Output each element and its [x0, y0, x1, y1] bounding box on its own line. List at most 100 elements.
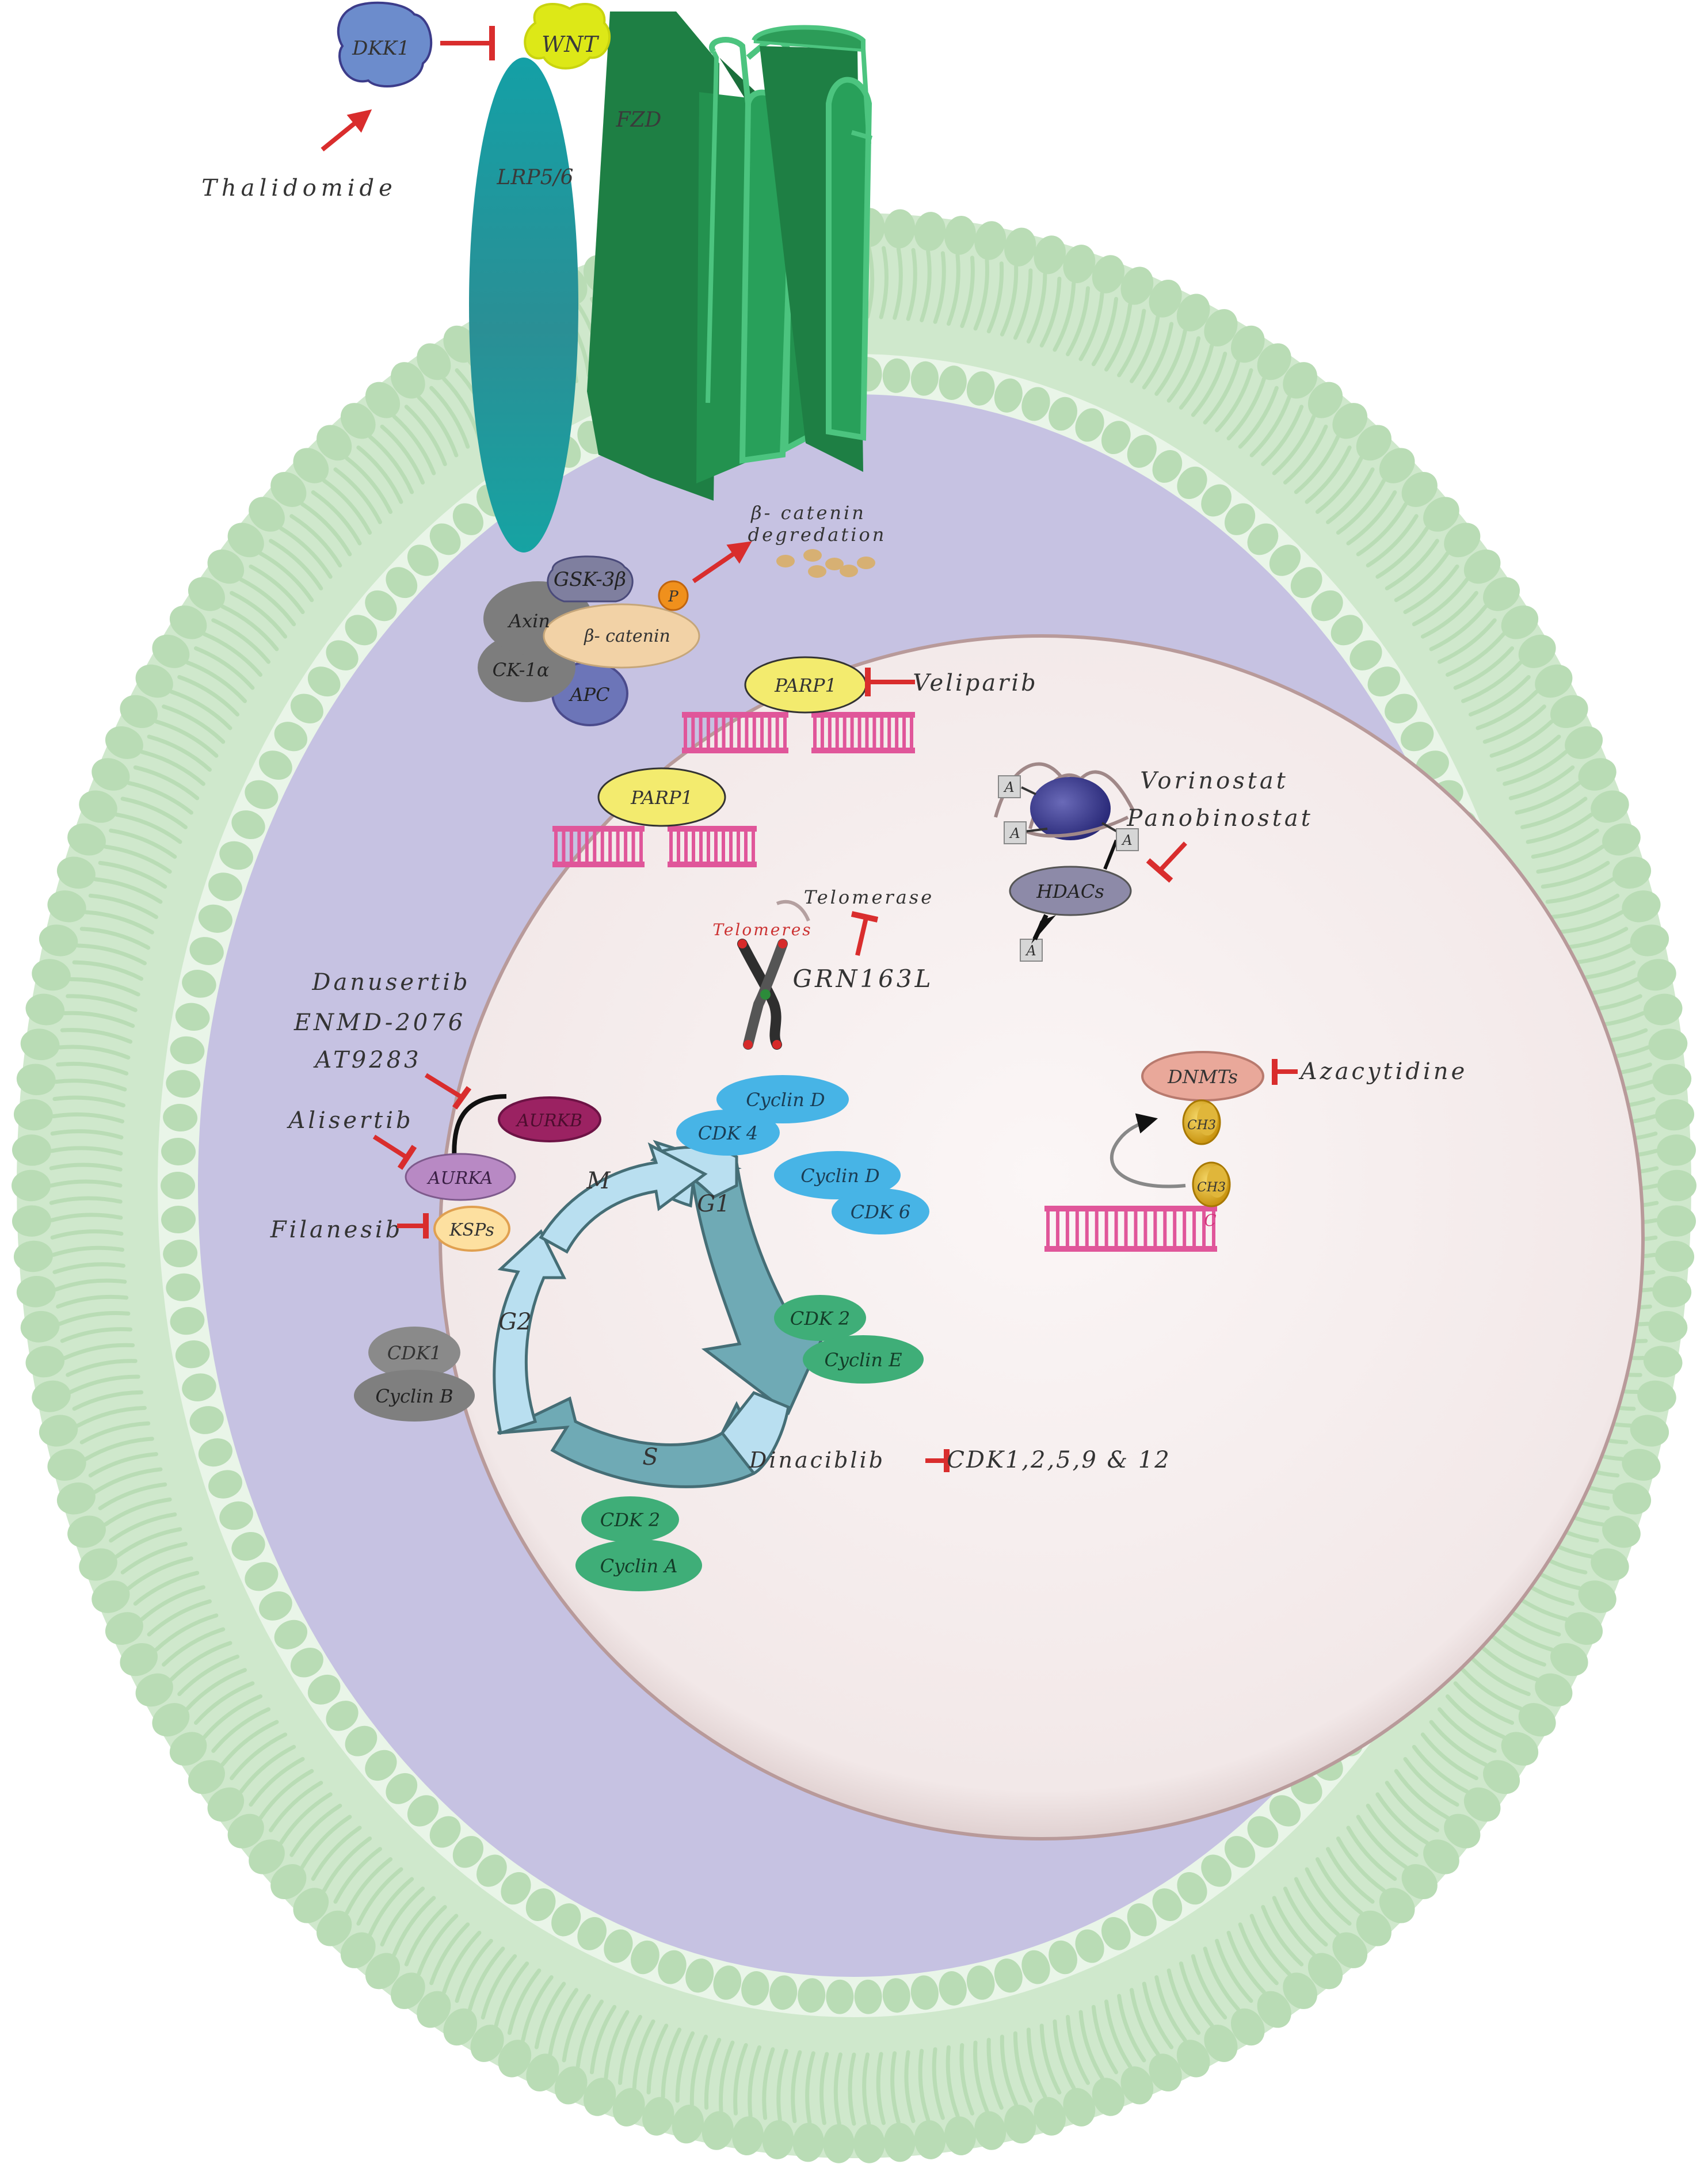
aurka-label: AURKA — [426, 1168, 493, 1188]
dkk1-inhibits-wnt — [440, 26, 495, 60]
dinaciclib-inhibits-cdks — [925, 1449, 950, 1472]
dkk1-protein — [337, 1, 433, 87]
spindle-fiber — [452, 1094, 507, 1163]
ksps-protein — [433, 1206, 510, 1252]
membrane-tails — [49, 245, 1659, 2126]
ch3-lower-label: CH3 — [1197, 1180, 1226, 1195]
cyclin-b-protein — [354, 1370, 475, 1422]
panobinostat-label: Panobinostat — [1126, 805, 1313, 832]
thalidomide-label: Thalidomide — [201, 175, 397, 201]
cyclin-d-upper-label: Cyclin D — [746, 1089, 825, 1111]
dinaciclib-label: Dinaciblib — [749, 1447, 885, 1473]
fzd-receptor — [587, 12, 873, 501]
danusertib-label: Danusertib — [311, 969, 470, 996]
enmd-label: ENMD-2076 — [293, 1009, 466, 1036]
thalidomide-arrow — [321, 109, 372, 152]
cytosine-label: C — [1204, 1211, 1216, 1230]
cdk1-protein — [368, 1327, 460, 1378]
acetyl-tags: A A A A — [998, 775, 1139, 962]
degradation-fragments — [776, 549, 875, 578]
cyclin-e-label: Cyclin E — [824, 1349, 902, 1371]
cdk2-e-protein — [774, 1295, 866, 1341]
chromosome — [737, 939, 788, 1050]
cyclin-d-lower — [774, 1151, 901, 1199]
aurka-inhibitor-bar — [372, 1134, 417, 1170]
degradation-arrow — [692, 541, 752, 584]
aurka-kinase — [405, 1153, 516, 1201]
phase-m-label: M — [586, 1168, 611, 1194]
ch3-lower — [1192, 1161, 1231, 1207]
aurkb-inhibitor-bar — [424, 1073, 472, 1110]
cdk6-label: CDK 6 — [851, 1201, 911, 1223]
cdk-list-label: CDK1,2,5,9 & 12 — [947, 1447, 1171, 1473]
g2-to-m-arrow — [493, 1229, 567, 1435]
ch3-upper — [1182, 1099, 1221, 1145]
cdk1-label: CDK1 — [387, 1342, 441, 1364]
aurkb-kinase — [498, 1096, 601, 1142]
cyclin-b-label: Cyclin B — [375, 1385, 453, 1407]
aurkb-label: AURKB — [515, 1111, 582, 1131]
grn163l-inhibits-telomerase — [851, 911, 879, 956]
telomerase-strand — [776, 900, 810, 922]
phase-g2-label: G2 — [498, 1309, 531, 1335]
dkk1-label: DKK1 — [352, 37, 410, 60]
at9283-label: AT9283 — [312, 1047, 421, 1073]
azacytidine-label: Azacytidine — [1298, 1058, 1468, 1085]
histone-core — [1030, 777, 1111, 840]
vorinostat-label: Vorinostat — [1140, 768, 1288, 794]
degradation-label-1: β- catenin — [750, 502, 866, 524]
ksps-inhibitor-bar — [397, 1213, 429, 1239]
beta-catenin-label: β- catenin — [584, 626, 670, 646]
parp1-lower — [597, 767, 726, 827]
ch3-upper-label: CH3 — [1187, 1118, 1216, 1133]
acetyl-tag-2: A — [1009, 825, 1020, 841]
dna-strands — [552, 712, 1217, 1252]
veliparib-label: Veliparib — [913, 670, 1038, 696]
grn163l-label: GRN163L — [793, 965, 934, 993]
membrane-outer-heads — [12, 208, 1696, 2163]
cyclin-d-lower-label: Cyclin D — [800, 1165, 879, 1187]
parp1-upper-label: PARP1 — [774, 675, 837, 696]
cdk2-a-label: CDK 2 — [600, 1509, 661, 1531]
degradation-label-2: degredation — [748, 524, 887, 546]
m-to-g1-arrow — [539, 1142, 708, 1254]
hdacs-label: HDACs — [1036, 881, 1104, 902]
destruction-complex: GSK-3β Axin β- catenin P CK-1α APC — [478, 555, 700, 726]
veliparib-inhibits-parp1 — [865, 668, 915, 696]
wnt-ligand — [524, 3, 611, 70]
wnt-label: WNT — [542, 32, 599, 57]
cyclin-a-protein — [575, 1540, 702, 1591]
gsk3b-label: GSK-3β — [554, 568, 626, 591]
hdacs-enzyme — [1009, 866, 1132, 916]
cdk4-protein — [676, 1110, 780, 1156]
hdac-inhibitor-bar — [1146, 841, 1187, 883]
phase-s-label: S — [642, 1444, 658, 1470]
ksps-label: KSPs — [449, 1220, 494, 1240]
cell-cycle — [493, 1140, 832, 1488]
phase-g1-label: G1 — [697, 1191, 730, 1217]
beta-catenin-protein — [543, 603, 700, 669]
cyclin-d-upper — [716, 1075, 849, 1123]
acetyl-tag-1: A — [1003, 779, 1014, 795]
azacytidine-inhibits-dnmts — [1272, 1059, 1298, 1085]
apc-label: APC — [568, 684, 609, 706]
cdk2-a-protein — [581, 1496, 679, 1542]
cyclin-a-label: Cyclin A — [600, 1555, 678, 1577]
phosphate-label: P — [668, 588, 678, 605]
ck1-label: CK-1α — [493, 659, 550, 681]
acetyl-tag-4: A — [1025, 943, 1036, 959]
telomeres-label: Telomeres — [712, 920, 812, 939]
axin-label: Axin — [507, 610, 550, 632]
cdk4-label: CDK 4 — [698, 1122, 758, 1144]
phosphate-group — [658, 580, 689, 611]
gsk3b-protein — [547, 555, 634, 603]
cdk6-protein — [832, 1188, 929, 1234]
g1-to-s-arrow — [689, 1161, 832, 1415]
parp1-lower-label: PARP1 — [630, 787, 693, 809]
lrp5-6-receptor — [469, 58, 578, 552]
acetyl-tag-3: A — [1121, 832, 1132, 848]
alisertib-label: Alisertib — [286, 1107, 413, 1134]
fzd-label: FZD — [616, 108, 662, 132]
